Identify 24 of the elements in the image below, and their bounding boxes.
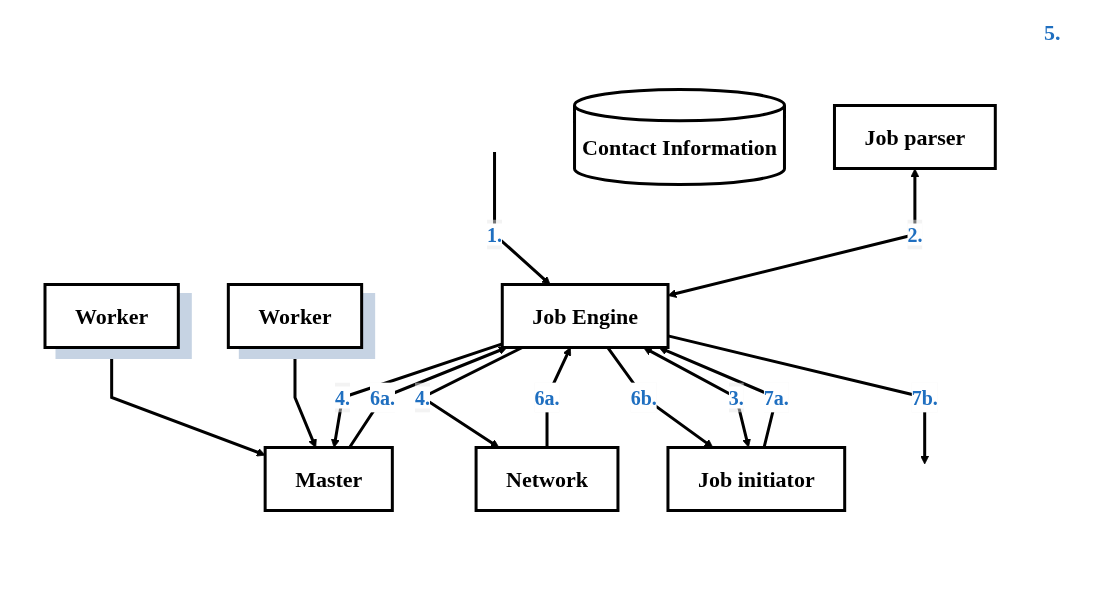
node-box: Network	[474, 446, 620, 512]
arrow	[643, 347, 751, 448]
edge-label: 4.	[334, 386, 350, 409]
arrow	[492, 152, 551, 285]
arrow	[667, 334, 929, 465]
edge-label: 4.	[414, 386, 430, 409]
node-box: Worker	[43, 283, 180, 349]
edge-label: 7a.	[763, 386, 789, 409]
arrow	[290, 347, 317, 448]
node-box: Worker	[226, 283, 363, 349]
edge-label: 6a.	[534, 386, 560, 409]
edge-label: 7b.	[911, 386, 938, 409]
edge-label: 2.	[907, 223, 923, 246]
node-box: Job Engine	[500, 283, 670, 349]
node-box: Job parser	[832, 104, 997, 170]
edge-label: 3.	[728, 386, 744, 409]
node-box: Job initiator	[666, 446, 847, 512]
edge-label: 6b.	[630, 386, 657, 409]
arrow	[667, 168, 920, 298]
node-box: Master	[263, 446, 394, 512]
arrow	[330, 342, 503, 448]
edge-label: 1.	[486, 223, 502, 246]
step-number: 5.	[1044, 20, 1062, 46]
edge-label: 6a.	[369, 386, 395, 409]
